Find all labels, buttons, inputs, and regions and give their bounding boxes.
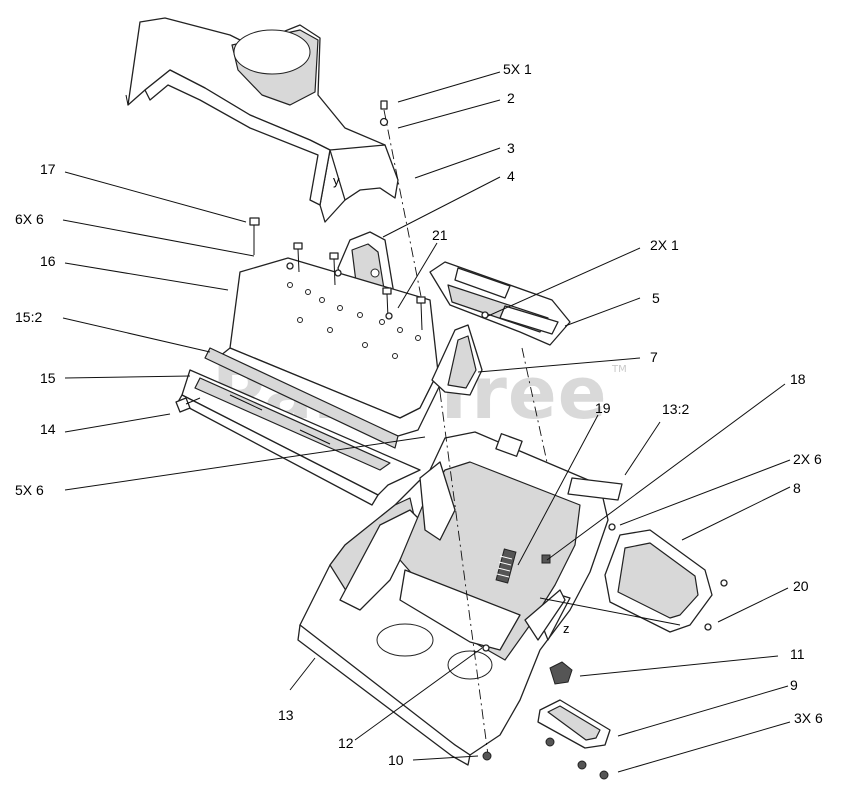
callout-2x6: 2X 6	[793, 451, 822, 467]
callout-10: 10	[388, 752, 404, 768]
callout-5: 5	[652, 290, 660, 306]
callout-20: 20	[793, 578, 809, 594]
handle-grip-part-8	[539, 523, 728, 633]
decal-part-13-2	[567, 477, 623, 501]
top-fasteners	[379, 100, 441, 393]
bolts-part-17	[249, 217, 426, 331]
plate-part-16	[214, 257, 441, 437]
watermark-trademark: TM	[611, 364, 627, 375]
hardware-parts-10-12	[482, 644, 492, 761]
spring-part-19	[495, 548, 517, 584]
callout-4: 4	[507, 168, 515, 184]
callout-19: 19	[595, 400, 611, 416]
callout-13: 13	[278, 707, 294, 723]
callout-21: 21	[432, 227, 448, 243]
callout-13-2: 13:2	[662, 401, 689, 417]
callout-8: 8	[793, 480, 801, 496]
callout-3: 3	[507, 140, 515, 156]
callout-15-2: 15:2	[15, 309, 42, 325]
bracket-part-9	[537, 699, 611, 780]
strip-part-15	[177, 347, 421, 506]
knob-part-11	[549, 661, 573, 685]
bracket-part-7	[431, 324, 483, 396]
callout-2: 2	[507, 90, 515, 106]
handle-plate-part-5	[429, 261, 571, 486]
main-housing-part-13	[297, 391, 609, 766]
callout-6x6: 6X 6	[15, 211, 44, 227]
chute-housing-part	[125, 17, 399, 223]
part-tag-z: z	[563, 621, 570, 636]
nut-part-18	[541, 554, 551, 564]
callout-5x6: 5X 6	[15, 482, 44, 498]
callout-11: 11	[790, 646, 805, 662]
callout-12: 12	[338, 735, 354, 751]
callout-15: 15	[40, 370, 56, 386]
callout-5x1: 5X 1	[503, 61, 532, 77]
callout-leaders	[62, 71, 791, 773]
callout-9: 9	[790, 677, 798, 693]
callout-3x6: 3X 6	[794, 710, 823, 726]
callout-7: 7	[650, 349, 658, 365]
callout-18: 18	[790, 371, 806, 387]
callout-14: 14	[40, 421, 56, 437]
part-tag-y: y	[333, 173, 340, 188]
callout-2x1: 2X 1	[650, 237, 679, 253]
bolt-part-14	[175, 397, 201, 413]
callout-17: 17	[40, 161, 56, 177]
callout-16: 16	[40, 253, 56, 269]
